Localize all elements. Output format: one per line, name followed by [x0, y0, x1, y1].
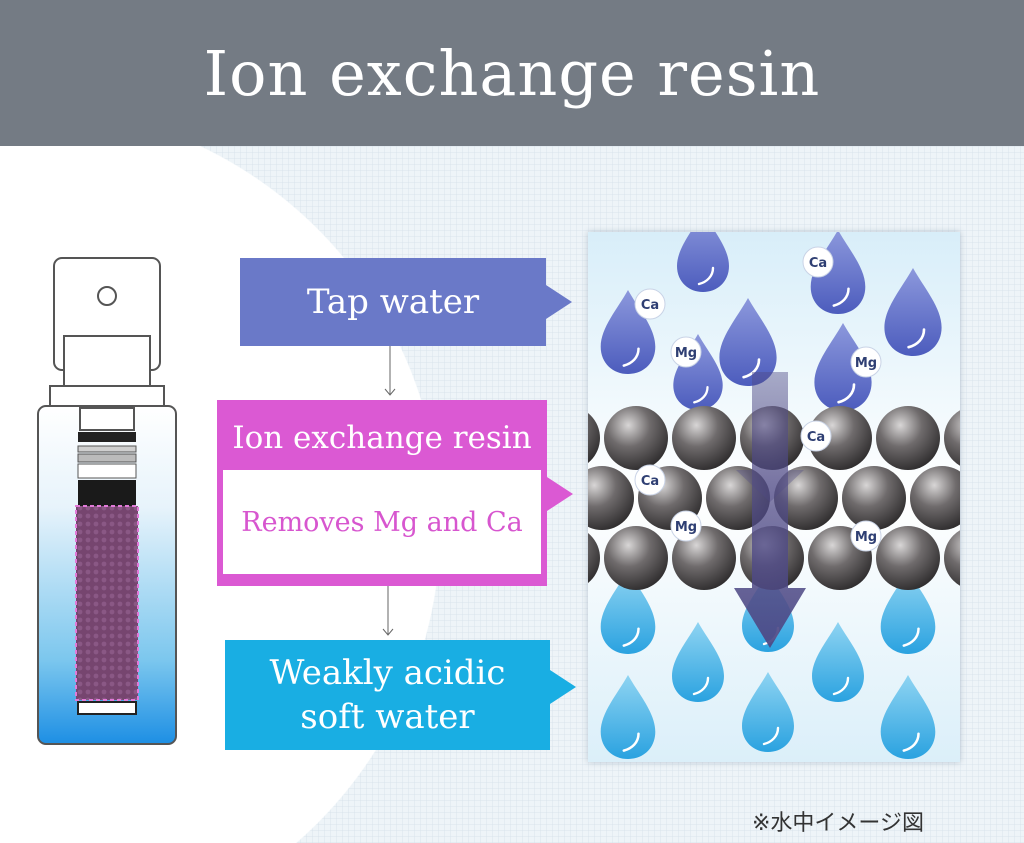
ion-exchange-resin-box: Ion exchange resin Removes Mg and Ca: [217, 400, 547, 586]
blue-water-drop: [742, 672, 794, 752]
blue-water-drop-highlight: [762, 726, 780, 746]
blue-water-drop: [880, 570, 936, 654]
connector-arrow-2: [382, 586, 394, 636]
soft-water-box: Weakly acidic soft water: [225, 640, 550, 750]
resin-bead: [588, 413, 600, 463]
purple-water-drop-highlight: [693, 386, 709, 404]
resin-bead: [910, 466, 960, 530]
tap-water-label: Tap water: [306, 282, 480, 322]
flow-inner-arrow: [736, 372, 804, 502]
image-note: ※水中イメージ図: [752, 811, 924, 836]
purple-water-drop-highlight: [832, 287, 850, 307]
blue-water-drop: [600, 675, 656, 759]
header-bar: Ion exchange resin: [0, 0, 1024, 146]
resin-bead: [876, 406, 940, 470]
resin-bead: [774, 466, 838, 530]
blue-water-drop-highlight: [622, 627, 640, 647]
spray-bottle-illustration: [37, 257, 177, 745]
resin-bead: [588, 533, 600, 583]
resin-bead: [672, 406, 736, 470]
purple-water-drop-highlight: [697, 266, 715, 286]
calcium-ion-badge-label: Ca: [809, 256, 827, 271]
resin-bead: [944, 530, 960, 586]
resin-heading: Ion exchange resin: [232, 420, 532, 456]
resin-detail-panel: Removes Mg and Ca: [223, 470, 541, 574]
blue-water-drop-highlight: [622, 732, 640, 752]
magnesium-ion-badge: [670, 336, 702, 368]
magnesium-ion-badge: [850, 520, 882, 552]
purple-water-drop: [719, 298, 777, 386]
purple-water-drop-highlight: [742, 358, 761, 379]
blue-water-drop-highlight: [692, 676, 710, 696]
blue-water-drop: [672, 622, 724, 702]
resin-bead: [842, 466, 906, 530]
resin-bead: [604, 406, 668, 470]
resin-bead: [944, 410, 960, 466]
magnesium-ion-badge-label: Mg: [675, 520, 697, 535]
purple-water-drop: [814, 323, 872, 411]
purple-water-drop-highlight: [907, 328, 926, 349]
blue-water-drop: [880, 675, 936, 759]
magnesium-ion-badge: [670, 510, 702, 542]
purple-water-drop: [600, 290, 656, 374]
flow-down-arrow: [734, 372, 806, 648]
purple-water-drop-highlight: [622, 347, 640, 367]
magnesium-ion-badge-label: Mg: [855, 530, 877, 545]
tap-water-box: Tap water: [240, 258, 546, 346]
calcium-ion-badge: [634, 464, 666, 496]
resin-bead: [876, 526, 940, 590]
calcium-ion-badge: [800, 420, 832, 452]
blue-water-drop-highlight: [902, 732, 920, 752]
blue-water-drop: [812, 622, 864, 702]
connector-arrow-1: [384, 346, 396, 396]
page-title: Ion exchange resin: [203, 36, 821, 110]
resin-bead: [588, 466, 634, 530]
purple-water-drop: [673, 334, 723, 410]
tap-water-pointer: [546, 285, 572, 319]
magnesium-ion-badge-label: Mg: [675, 346, 697, 361]
resin-bead: [808, 406, 872, 470]
blue-water-drop-highlight: [902, 627, 920, 647]
soft-water-line-2: soft water: [300, 697, 475, 737]
soft-water-pointer: [550, 670, 576, 704]
calcium-ion-badge-label: Ca: [641, 298, 659, 313]
magnesium-ion-badge: [850, 346, 882, 378]
blue-water-drop: [600, 570, 656, 654]
resin-detail-text: Removes Mg and Ca: [241, 506, 523, 538]
calcium-ion-badge-label: Ca: [807, 430, 825, 445]
resin-bead: [672, 526, 736, 590]
calcium-ion-badge-label: Ca: [641, 474, 659, 489]
calcium-ion-badge: [634, 288, 666, 320]
resin-pointer: [547, 477, 573, 511]
soft-water-line-1: Weakly acidic: [269, 653, 506, 693]
purple-water-drop: [884, 268, 942, 356]
calcium-ion-badge: [802, 246, 834, 278]
blue-water-drop-highlight: [832, 676, 850, 696]
magnesium-ion-badge-label: Mg: [855, 356, 877, 371]
resin-bead: [604, 526, 668, 590]
purple-water-drop: [677, 232, 729, 292]
purple-water-drop-highlight: [837, 383, 856, 404]
